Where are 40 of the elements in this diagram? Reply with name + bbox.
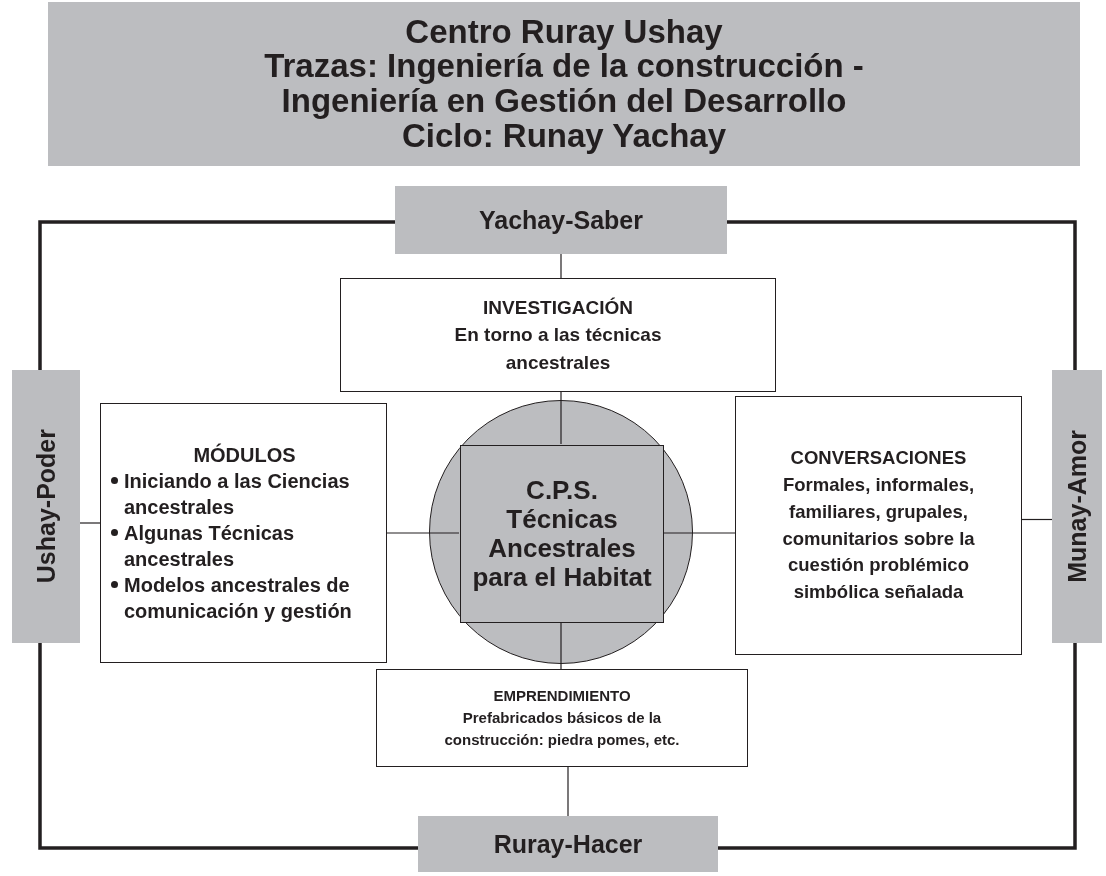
box-text: Técnicas Ancestrales para el Habitat <box>471 504 653 593</box>
box-heading: C.P.S. <box>526 475 598 505</box>
bullet-item: Algunas Técnicas ancestrales <box>124 521 296 572</box>
box-text: Formales, informales, familiares, grupales, comunitarios sobre la cuestión problémico simbólica señalada <box>781 472 976 605</box>
connector-line <box>567 766 569 817</box>
bullet-item: Iniciando a las Ciencias ancestrales <box>124 469 351 520</box>
box-heading: MÓDULOS <box>192 442 297 468</box>
side-label: Yachay-Saber <box>479 205 643 235</box>
box-heading: CONVERSACIONES <box>790 446 967 471</box>
connector-line <box>79 522 101 524</box>
connector-line <box>38 643 418 850</box>
center-box <box>460 445 664 623</box>
text-box <box>340 278 776 392</box>
connector-line <box>560 621 562 670</box>
box-heading: INVESTIGACIÓN <box>483 295 633 320</box>
label-panel <box>395 186 727 254</box>
connector-line <box>662 532 736 534</box>
text-box <box>100 403 387 663</box>
label-panel <box>12 370 80 643</box>
box-heading: EMPRENDIMIENTO <box>493 686 631 707</box>
connector-line <box>38 220 395 370</box>
bullet-item: Modelos ancestrales de comunicación y gestión <box>124 573 353 624</box>
connector-line <box>560 253 562 279</box>
label-panel <box>418 816 718 872</box>
text-box <box>376 669 748 767</box>
box-text: Prefabricados básicos de la construcción: piedra pomes, etc. <box>443 708 681 750</box>
side-label: Munay-Amor <box>1062 430 1092 583</box>
box-text: En torno a las técnicas ancestrales <box>453 323 663 375</box>
label-panel <box>1052 370 1102 643</box>
side-label: Ushay-Poder <box>31 429 61 584</box>
connector-line <box>386 532 460 534</box>
connector-line <box>560 391 562 445</box>
side-label: Ruray-Hacer <box>493 829 643 859</box>
connector-line <box>1021 518 1053 521</box>
subtitle: Trazas: Ingeniería de la construcción - Ingeniería en Gestión del Desarrollo <box>263 49 865 119</box>
connector-line <box>727 220 1077 370</box>
title: Centro Ruray Ushay <box>405 14 723 50</box>
text-box <box>735 396 1022 655</box>
subtitle: Ciclo: Runay Yachay <box>402 118 726 154</box>
connector-line <box>718 643 1077 850</box>
